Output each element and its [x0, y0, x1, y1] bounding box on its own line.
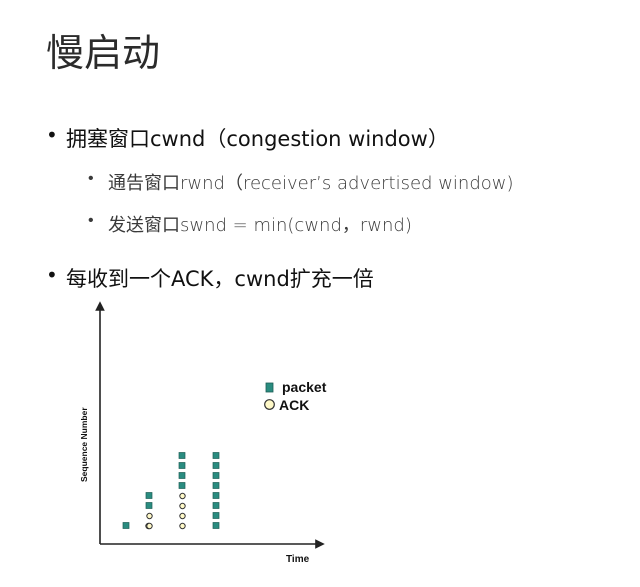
bullet-text: 每收到一个ACK，cwnd扩充一倍 [66, 267, 374, 291]
ack-mark [179, 512, 186, 520]
bullet-swnd: • 发送窗口swnd = min(cwnd，rwnd) [88, 210, 412, 237]
diagram-marks [122, 452, 220, 530]
bullet-dot-icon: • [46, 263, 58, 287]
ack-mark [179, 522, 186, 530]
packet-mark [178, 462, 186, 469]
y-axis-label: Sequence Number [79, 407, 89, 482]
legend: packet ACK [264, 379, 327, 413]
slide-title: 慢启动 [46, 31, 161, 75]
packet-mark [212, 502, 220, 509]
legend-packet-icon [265, 382, 274, 393]
packet-mark [212, 482, 220, 489]
ack-mark [146, 512, 153, 520]
x-axis-label: Time [286, 554, 310, 565]
bullet-cwnd: • 拥塞窗口cwnd（congestion window） [46, 123, 449, 153]
bullet-text: 拥塞窗口cwnd（congestion window） [66, 127, 449, 151]
bullet-dot-icon: • [88, 210, 94, 229]
bullet-dot-icon: • [88, 168, 94, 187]
bullet-ack-doubling: • 每收到一个ACK，cwnd扩充一倍 [46, 263, 374, 293]
ack-mark [179, 502, 186, 510]
bullet-text: 发送窗口swnd = min(cwnd，rwnd) [108, 215, 412, 236]
packet-mark [212, 472, 220, 479]
packet-mark [212, 452, 220, 459]
packet-mark [145, 492, 153, 499]
packet-mark [178, 482, 186, 489]
legend-ack-icon [264, 399, 275, 410]
packet-mark [178, 452, 186, 459]
ack-mark [146, 522, 153, 530]
bullet-text: 通告窗口rwnd（receiver’s advertised window) [108, 173, 514, 194]
packet-mark [122, 522, 130, 529]
packet-mark [145, 502, 153, 509]
legend-packet-label: packet [282, 379, 327, 395]
ack-mark [179, 492, 186, 500]
packet-mark [212, 522, 220, 529]
packet-mark [212, 512, 220, 519]
bullet-rwnd: • 通告窗口rwnd（receiver’s advertised window) [88, 168, 514, 195]
packet-mark [212, 492, 220, 499]
packet-mark [178, 472, 186, 479]
packet-mark [212, 462, 220, 469]
slow-start-diagram: Sequence Number Time packet ACK [70, 296, 360, 571]
slow-start-diagram-svg: Sequence Number Time packet ACK [79, 301, 327, 565]
bullet-dot-icon: • [46, 123, 58, 147]
legend-ack-label: ACK [279, 397, 309, 413]
